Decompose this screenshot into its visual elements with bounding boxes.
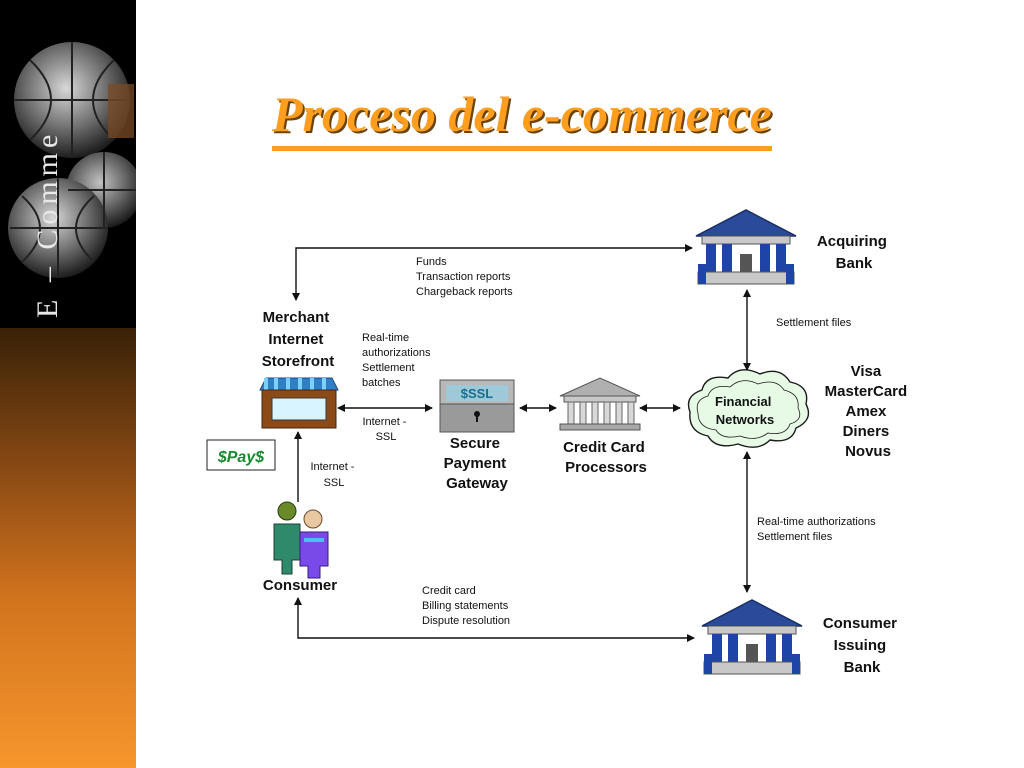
issuing-bank-icon xyxy=(701,599,803,675)
consumer-label: Consumer xyxy=(263,577,337,594)
realtime-settlement-labels: Real-time authorizations Settlement file… xyxy=(757,516,879,543)
processors-label: Credit Card Processors xyxy=(563,439,649,476)
settlement-files-label: Settlement files xyxy=(776,317,852,329)
acquiring-bank-icon xyxy=(695,209,797,285)
card-brands-list: Visa MasterCard Amex Diners Novus xyxy=(825,363,912,460)
slide-title: Proceso del e-commerce xyxy=(272,82,772,151)
internet-ssl-label-1: Internet - SSL xyxy=(362,416,409,443)
ecommerce-process-diagram: Acquiring Bank Funds Transaction reports… xyxy=(206,209,912,676)
acquiring-bank-label: Acquiring Bank xyxy=(817,233,891,272)
connectors xyxy=(292,244,751,642)
processor-building-icon xyxy=(559,377,641,431)
issuing-bank-label: Consumer Issuing Bank xyxy=(823,615,901,676)
merchant-label: Merchant Internet Storefront xyxy=(262,309,335,370)
credit-card-labels: Credit card Billing statements Dispute r… xyxy=(422,585,511,627)
ssl-gateway-icon: $SSL xyxy=(439,379,515,433)
svg-text:$SSL: $SSL xyxy=(461,386,494,401)
gateway-label: Secure Payment Gateway xyxy=(444,435,511,492)
sidebar-title: E – Comme xyxy=(31,129,64,318)
consumer-issuing-arrow xyxy=(294,597,695,642)
storefront-icon xyxy=(259,377,339,429)
sidebar-band: E – Comme xyxy=(0,0,142,768)
realtime-labels: Real-time authorizations Settlement batc… xyxy=(362,332,434,389)
financial-networks-cloud xyxy=(687,369,810,448)
pay-badge: $Pay$ xyxy=(206,439,276,471)
funds-arrow xyxy=(292,244,693,301)
consumer-icon xyxy=(273,501,329,579)
internet-ssl-label-2: Internet - SSL xyxy=(310,461,357,489)
funds-labels: Funds Transaction reports Chargeback rep… xyxy=(416,256,513,298)
svg-text:$Pay$: $Pay$ xyxy=(217,449,265,466)
financial-networks-label: Financial Networks xyxy=(715,394,775,427)
globe-photo xyxy=(0,0,142,328)
